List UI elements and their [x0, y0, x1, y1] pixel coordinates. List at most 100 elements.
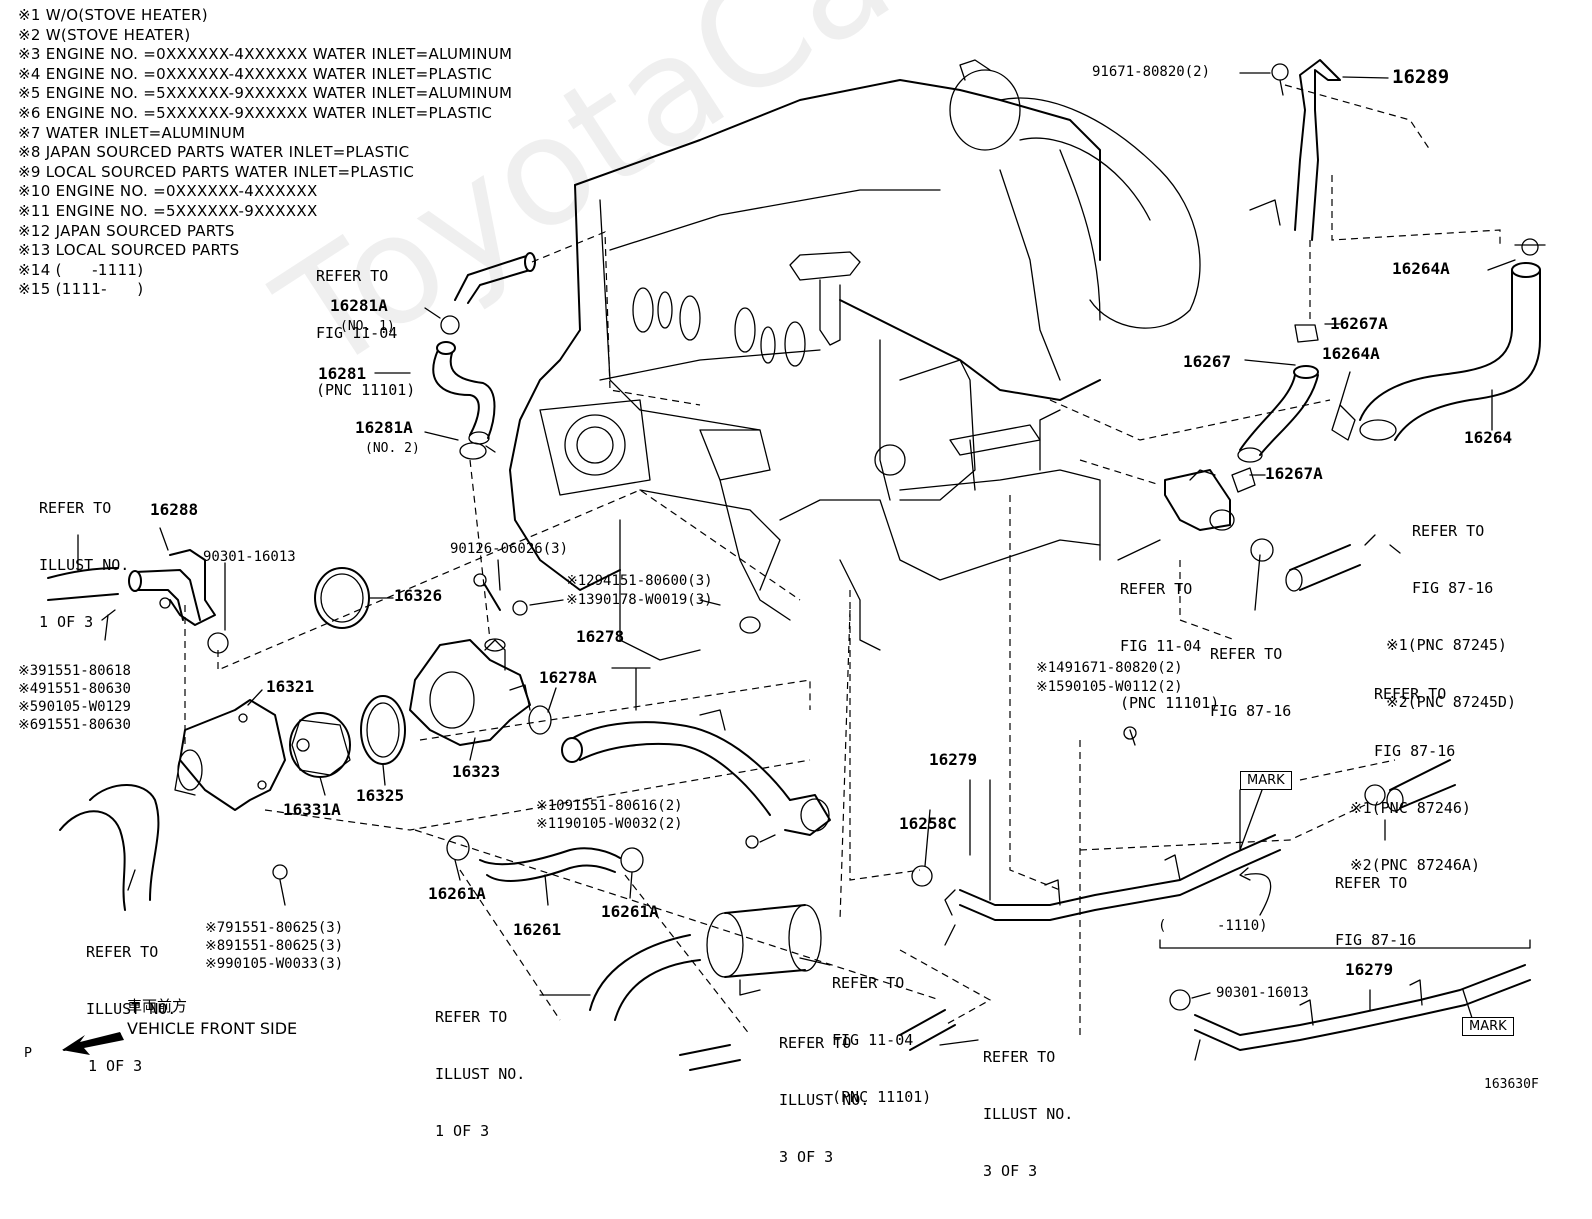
part-label-16281A-1[interactable]: 16281A	[330, 296, 388, 315]
ref-illust-3of3-a[interactable]: REFER TO ILLUST NO. 3 OF 3	[779, 996, 869, 1205]
bolt-label-6[interactable]: ※691551-80630	[18, 717, 131, 733]
part-label-16289[interactable]: 16289	[1392, 66, 1450, 88]
ref-fig8716-d[interactable]: REFER TO FIG 87-16	[1335, 836, 1416, 988]
part-label-16267[interactable]: 16267	[1183, 352, 1232, 371]
bolt-label-3[interactable]: ※391551-80618	[18, 663, 131, 679]
part-label-16279-inset[interactable]: 16279	[1345, 960, 1394, 979]
hose-16278	[528, 705, 831, 849]
ref-line: FIG 11-04	[832, 1031, 914, 1049]
part-label-16321[interactable]: 16321	[266, 677, 315, 696]
part-label-16258C[interactable]: 16258C	[899, 814, 957, 833]
ref-line: FIG 11-04	[316, 324, 398, 342]
note-5: ※5 ENGINE NO. =5XXXXXX-9XXXXXX WATER INL…	[18, 84, 513, 103]
ref-illust-bottom-left[interactable]: REFER TO ILLUST NO. 1 OF 3	[86, 905, 176, 1114]
hose-16267	[1231, 324, 1356, 493]
ref-fig8716-b[interactable]: REFER TO FIG 87-16	[1210, 607, 1291, 759]
ref-fig8716-c[interactable]: REFER TO FIG 87-16 ※1(PNC 87246) ※2(PNC …	[1350, 647, 1480, 913]
part-label-94151-80600[interactable]: ※1294151-80600(3)	[566, 573, 713, 589]
part-label-16323[interactable]: 16323	[452, 762, 501, 781]
ref-line: ※2(PNC 87246A)	[1350, 856, 1480, 874]
part-label-16264A-mid[interactable]: 16264A	[1322, 344, 1380, 363]
hose-16281	[432, 315, 496, 460]
engine-block	[509, 79, 1101, 661]
connector-outlet	[1164, 469, 1235, 531]
part-label-16261A-left[interactable]: 16261A	[428, 884, 486, 903]
part-label-16278[interactable]: 16278	[576, 627, 625, 646]
vehicle-front-jp: 車両前方	[127, 997, 188, 1015]
note-9: ※9 LOCAL SOURCED PARTS WATER INLET=PLAST…	[18, 162, 415, 181]
ref-illust-bottom-mid[interactable]: REFER TO ILLUST NO. 1 OF 3	[435, 970, 525, 1179]
part-label-16267A-top[interactable]: 16267A	[1330, 314, 1388, 333]
ref-line: FIG 11-04	[1120, 637, 1202, 655]
gasket-16325	[360, 695, 406, 765]
parts-diagram: ToyotaCarMine.ru	[18, 0, 1546, 1180]
note-4: ※4 ENGINE NO. =0XXXXXX-4XXXXXX WATER INL…	[18, 64, 493, 83]
note-1: ※1 W/O(STOVE HEATER)	[18, 6, 208, 24]
note-2: ※2 W(STOVE HEATER)	[18, 25, 191, 44]
ref-line: 3 OF 3	[983, 1162, 1038, 1180]
hose-left	[47, 534, 119, 601]
note-14: ※14 ( -1111)	[18, 260, 144, 279]
ref-line: REFER TO	[1412, 522, 1485, 540]
part-label-16267A-bottom[interactable]: 16267A	[1265, 464, 1323, 483]
part-label-90301-16013-inset[interactable]: 90301-16013	[1216, 985, 1309, 1001]
note-7: ※7 WATER INLET=ALUMINUM	[18, 123, 246, 142]
pipe-16289	[1249, 59, 1341, 241]
sleeve	[706, 904, 822, 996]
bolt-label-5[interactable]: ※590105-W0129	[18, 699, 131, 715]
ref-illust-3of3-b[interactable]: REFER TO ILLUST NO. 3 OF 3	[983, 1010, 1073, 1219]
bolt-label-9[interactable]: ※990105-W0033(3)	[205, 956, 344, 972]
note-15: ※15 (1111- )	[18, 280, 144, 299]
turbo-assembly	[949, 59, 1201, 381]
ref-fig1104-top[interactable]: REFER TO FIG 11-04 (PNC 11101)	[316, 229, 415, 438]
bolt-label-4[interactable]: ※491551-80630	[18, 681, 131, 697]
part-label-16264A-top[interactable]: 16264A	[1392, 259, 1450, 278]
stud-90126	[473, 573, 528, 616]
diagram-code: 163630F	[1484, 1077, 1539, 1092]
bolt-label-10[interactable]: ※1091551-80616(2)	[536, 798, 683, 814]
part-label-91671-80820[interactable]: 91671-80820(2)	[1092, 64, 1211, 80]
note-13: ※13 LOCAL SOURCED PARTS	[18, 241, 240, 260]
part-label-16288[interactable]: 16288	[150, 500, 199, 519]
ref-illust-left[interactable]: REFER TO ILLUST NO. 1 OF 3	[39, 461, 129, 670]
part-label-16279[interactable]: 16279	[929, 750, 978, 769]
hoses-bottom	[59, 784, 956, 1071]
note-8: ※8 JAPAN SOURCED PARTS WATER INLET=PLAST…	[18, 143, 410, 162]
ref-line: REFER TO	[39, 499, 112, 517]
ref-line: 1 OF 3	[39, 613, 94, 631]
ref-line: ILLUST NO.	[39, 556, 130, 574]
part-label-16281A-2[interactable]: 16281A	[355, 418, 413, 437]
ref-fig1104-mid[interactable]: REFER TO FIG 11-04 (PNC 11101)	[1120, 542, 1219, 751]
part-label-16278A[interactable]: 16278A	[539, 668, 597, 687]
ref-line: REFER TO	[1120, 580, 1193, 598]
ref-line: REFER TO	[832, 974, 905, 992]
part-label-90301-16013[interactable]: 90301-16013	[203, 549, 296, 565]
part-label-90126-06026[interactable]: 90126-06026(3)	[450, 541, 569, 557]
part-label-16281[interactable]: 16281	[318, 364, 367, 383]
part-label-16261A-right[interactable]: 16261A	[601, 902, 659, 921]
ref-line: REFER TO	[435, 1008, 508, 1026]
part-label-16264[interactable]: 16264	[1464, 428, 1513, 447]
bolt-label-15[interactable]: ※1590105-W0112(2)	[1036, 679, 1183, 695]
vehicle-front-en: VEHICLE FRONT SIDE	[127, 1019, 298, 1038]
bolt-label-14[interactable]: ※1491671-80820(2)	[1036, 660, 1183, 676]
ref-line: FIG 87-16	[1335, 931, 1417, 949]
ref-fig8716-a[interactable]: REFER TO FIG 87-16 ※1(PNC 87245) ※2(PNC …	[1386, 484, 1516, 750]
thermostat-16331A	[289, 712, 351, 778]
part-label-16331A[interactable]: 16331A	[283, 800, 341, 819]
bolt-label-7[interactable]: ※791551-80625(3)	[205, 920, 344, 936]
part-label-16326[interactable]: 16326	[394, 586, 443, 605]
housing-16323	[409, 638, 531, 746]
ref-line: ILLUST NO.	[86, 1000, 177, 1018]
ref-line: ※2(PNC 87245D)	[1386, 693, 1516, 711]
ref-fig1104-bottom[interactable]: REFER TO FIG 11-04 (PNC 11101)	[832, 936, 931, 1145]
diagram-drawing	[47, 59, 1546, 1071]
notes-list: ※1 W/O(STOVE HEATER) ※2 W(STOVE HEATER) …	[18, 6, 512, 300]
hose-16261	[272, 835, 644, 882]
part-label-90178-w0019[interactable]: ※1390178-W0019(3)	[566, 592, 713, 608]
part-label-16325[interactable]: 16325	[356, 786, 405, 805]
part-label-16261[interactable]: 16261	[513, 920, 562, 939]
range-label-1110: ( -1110)	[1158, 918, 1268, 934]
bolt-label-8[interactable]: ※891551-80625(3)	[205, 938, 344, 954]
bolt-label-11[interactable]: ※1190105-W0032(2)	[536, 816, 683, 832]
